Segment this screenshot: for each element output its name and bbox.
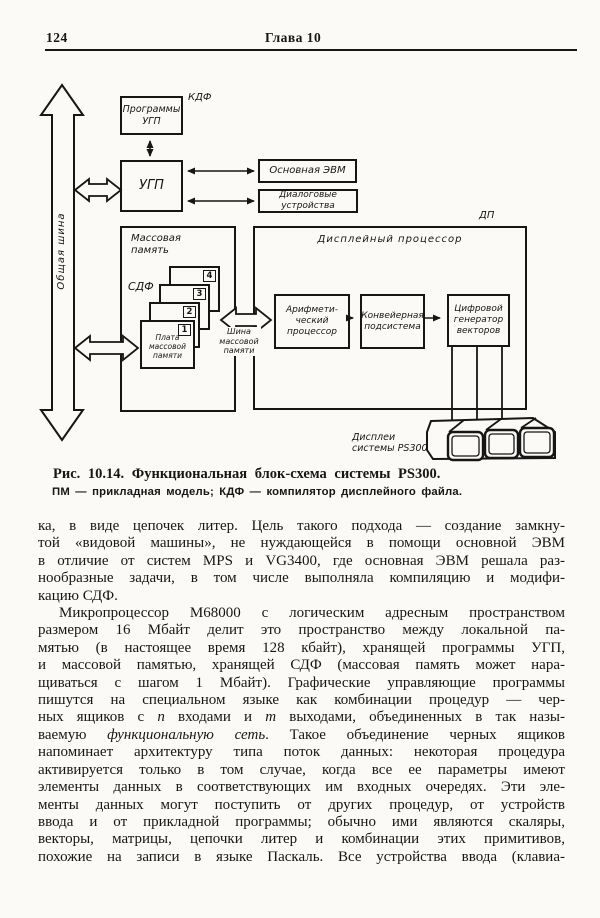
- figure-diagram: Программы УГП УГП Основная ЭВМ Диалоговы…: [0, 80, 600, 480]
- memory-board-label: Плата массовой памяти: [149, 333, 186, 360]
- box-ugp-programs: Программы УГП: [120, 96, 183, 135]
- arithmetic-processor-label: Арифмети- ческий процессор: [285, 305, 339, 337]
- text-line: векторы, матрицы, цепочки литер и комбин…: [38, 831, 565, 848]
- text-line: похожие на записи в языке Паскаль. Все у…: [38, 848, 565, 865]
- figure-caption: Рис. 10.14. Функциональная блок-схема си…: [53, 466, 441, 482]
- text-line: кацию СДФ.: [38, 587, 118, 604]
- box-mass-memory: Массовая память СДФ 4 3 2 1 Плата массов…: [120, 226, 236, 412]
- chapter-heading: Глава 10: [265, 30, 322, 45]
- text-line: ка, в виде цепочек литер. Цель такого по…: [38, 518, 565, 534]
- paragraph: Микропроцессор М68000 с логическим адрес…: [38, 605, 565, 866]
- common-bus-label: Общая шина: [56, 212, 67, 290]
- text-line: и массовой памятью, хранящей СДФ (массов…: [38, 657, 565, 674]
- memory-board-1-number: 1: [178, 324, 191, 336]
- dialog-devices-label: Диалоговые устройства: [279, 190, 337, 211]
- text-line: элементы данных в соответствующих им вхо…: [38, 779, 565, 796]
- memory-board-2-number: 2: [183, 306, 196, 318]
- text-line: напоминает архитектуру типа поток данных…: [38, 744, 565, 761]
- memory-board-3-number: 3: [193, 288, 206, 300]
- text-line: ваемую функциональную сеть. Такое объеди…: [38, 726, 565, 743]
- vector-generator-label: Цифровой генератор векторов: [453, 304, 504, 336]
- text-line: Микропроцессор М68000 с логическим адрес…: [59, 605, 565, 622]
- display-processor-label: Дисплейный процессор: [317, 234, 463, 245]
- text-line: щиваться с шагом 1 Мбайт). Графические у…: [38, 674, 565, 691]
- ugp-programs-label: Программы УГП: [122, 104, 181, 127]
- text-line: размером 16 Мбайт делит это пространство…: [38, 622, 565, 639]
- box-vector-generator: Цифровой генератор векторов: [447, 294, 510, 347]
- box-ugp: УГП: [120, 160, 183, 212]
- pipeline-subsystem-label: Конвейерная подсистема: [361, 310, 424, 332]
- text-line: мятью (в настоящее время 128 кбайт), хра…: [38, 639, 565, 656]
- box-arithmetic-processor: Арифмети- ческий процессор: [274, 294, 350, 349]
- body-text: ка, в виде цепочек литер. Цель такого по…: [38, 518, 565, 866]
- displays-label: Дисплеи системы PS300: [352, 432, 428, 455]
- memory-board-4-number: 4: [203, 270, 216, 282]
- box-dialog-devices: Диалоговые устройства: [258, 189, 358, 213]
- sdf-label: СДФ: [128, 280, 154, 293]
- box-main-computer: Основная ЭВМ: [258, 159, 357, 183]
- bus-ugp-arrow: [73, 177, 123, 203]
- text-line: активируется только в том случае, когда …: [38, 761, 565, 778]
- box-pipeline-subsystem: Конвейерная подсистема: [360, 294, 425, 349]
- figure-caption-note: ПМ — прикладная модель; КДФ — компилятор…: [52, 486, 463, 498]
- text-line: в отличие от систем MPS и VG3400, где ос…: [38, 552, 565, 569]
- text-line: ввода и от прикладной программы; обычно …: [38, 813, 565, 830]
- header-rule: [45, 49, 577, 52]
- text-line: той «видовой машины», не нуждающейся в п…: [38, 535, 565, 552]
- mass-memory-bus-label: Шина массовой памяти: [217, 327, 261, 356]
- display-monitors: [426, 416, 556, 462]
- text-line: ных ящиков с n входами и m выходами, объ…: [38, 709, 565, 726]
- dp-abbr-label: ДП: [479, 210, 495, 221]
- paragraph: ка, в виде цепочек литер. Цель такого по…: [38, 518, 565, 605]
- box-display-processor: Дисплейный процессор Арифмети- ческий пр…: [253, 226, 527, 410]
- text-line: нообразные задачи, в том числе выполняла…: [38, 570, 565, 587]
- kdf-label: КДФ: [188, 92, 212, 103]
- ugp-label: УГП: [139, 178, 164, 194]
- text-line: пишутся на специальном языке как комбина…: [38, 692, 565, 709]
- text-line: менты данных могут поступить от других п…: [38, 796, 565, 813]
- mass-memory-label: Массовая память: [131, 233, 181, 256]
- memory-board-1: 1 Плата массовой памяти: [140, 320, 195, 369]
- page-number: 124: [46, 30, 68, 45]
- main-computer-label: Основная ЭВМ: [269, 165, 346, 176]
